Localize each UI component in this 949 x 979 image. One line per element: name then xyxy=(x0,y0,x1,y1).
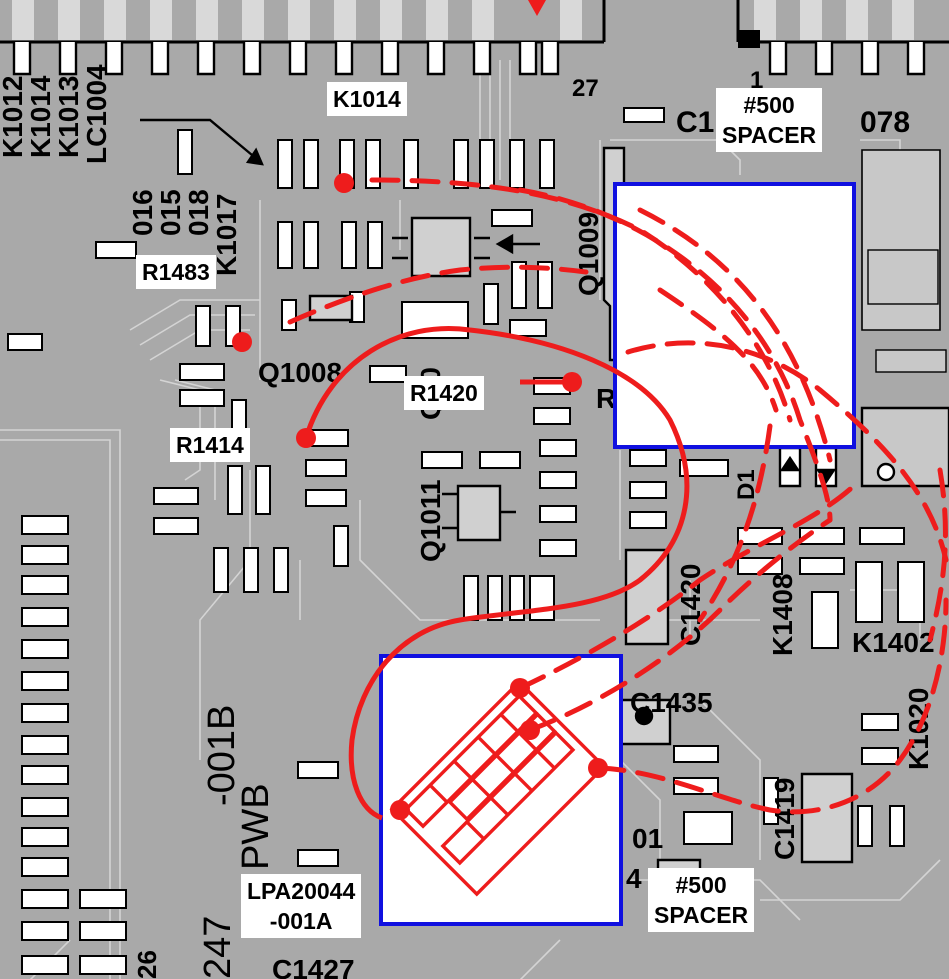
silk-q1009: Q1009 xyxy=(573,212,604,296)
dot-part-c xyxy=(588,758,608,778)
silk-k1402: K1402 xyxy=(852,627,935,658)
top-connector: 27 1 xyxy=(0,0,949,102)
silk-018: 018 xyxy=(183,189,214,236)
silk-016: 016 xyxy=(127,189,158,236)
silk-k1013: K1013 xyxy=(53,75,84,158)
leader-arrow xyxy=(140,118,540,255)
silk-247: 247 xyxy=(197,916,239,979)
silk-k1408: K1408 xyxy=(767,573,798,656)
silk-c1435: C1435 xyxy=(630,687,713,718)
dot-part-d xyxy=(390,800,410,820)
silk-board-number: -001B xyxy=(201,705,243,806)
label-r1483: R1483 xyxy=(136,255,216,289)
silk-k1017: K1017 xyxy=(211,193,242,276)
silk-lc1004: LC1004 xyxy=(81,64,112,164)
silk-pwb: PWB xyxy=(235,783,277,870)
label-k1014-text: K1014 xyxy=(333,86,401,112)
label-k1014: K1014 xyxy=(327,82,407,116)
large-parts xyxy=(308,146,949,902)
pin-27-label: 27 xyxy=(572,75,599,102)
silkscreen-text: K1012 K1014 K1013 LC1004 016 015 018 K10… xyxy=(0,64,935,979)
dot-r1420 xyxy=(562,372,582,392)
silk-078: 078 xyxy=(860,106,910,139)
silk-c1: C1 xyxy=(676,106,714,139)
silk-k1012: K1012 xyxy=(0,75,28,158)
dot-part-a xyxy=(510,678,530,698)
dot-r1414 xyxy=(296,428,316,448)
label-r1414: R1414 xyxy=(170,428,250,462)
silk-01: 01 xyxy=(632,823,663,854)
label-r1414-text: R1414 xyxy=(176,432,244,458)
dot-part-b xyxy=(520,720,540,740)
pin-1-label: 1 xyxy=(750,67,763,94)
label-spacer-top-line1: #500 xyxy=(743,92,795,118)
silk-015: 015 xyxy=(155,189,186,236)
silk-c1419: C1419 xyxy=(769,777,800,860)
silk-4: 4 xyxy=(626,863,642,894)
silk-d1: D1 xyxy=(733,469,760,500)
label-spacer-top-line2: SPACER xyxy=(722,122,817,148)
marker-dashed-paths xyxy=(287,177,949,815)
silk-c1427: C1427 xyxy=(272,954,355,979)
dot-k1014 xyxy=(334,173,354,193)
label-spacer-bottom-line2: SPACER xyxy=(654,902,749,928)
silk-q1011: Q1011 xyxy=(415,479,446,562)
label-part-number: LPA20044 -001A xyxy=(241,874,362,938)
label-spacer-bottom-line1: #500 xyxy=(675,872,727,898)
silk-26: 26 xyxy=(132,950,162,979)
rotated-part-outline xyxy=(389,679,607,897)
pin-1-marker-triangle xyxy=(528,0,546,16)
silk-q1008: Q1008 xyxy=(258,357,342,388)
silk-k1014: K1014 xyxy=(25,75,56,158)
label-r1483-text: R1483 xyxy=(142,259,210,285)
marker-dots xyxy=(232,173,608,820)
label-part-line2: -001A xyxy=(269,908,333,934)
label-spacer-bottom: #500 SPACER xyxy=(648,868,755,932)
label-part-line1: LPA20044 xyxy=(247,878,356,904)
label-r1420-text: R1420 xyxy=(410,380,478,406)
cable-route-line xyxy=(303,326,690,821)
label-spacer-top: #500 SPACER xyxy=(716,88,823,152)
silk-c1420: C1420 xyxy=(675,563,706,646)
dot-r1483 xyxy=(232,332,252,352)
silk-r: R xyxy=(596,383,616,414)
label-r1420: R1420 xyxy=(404,376,484,410)
